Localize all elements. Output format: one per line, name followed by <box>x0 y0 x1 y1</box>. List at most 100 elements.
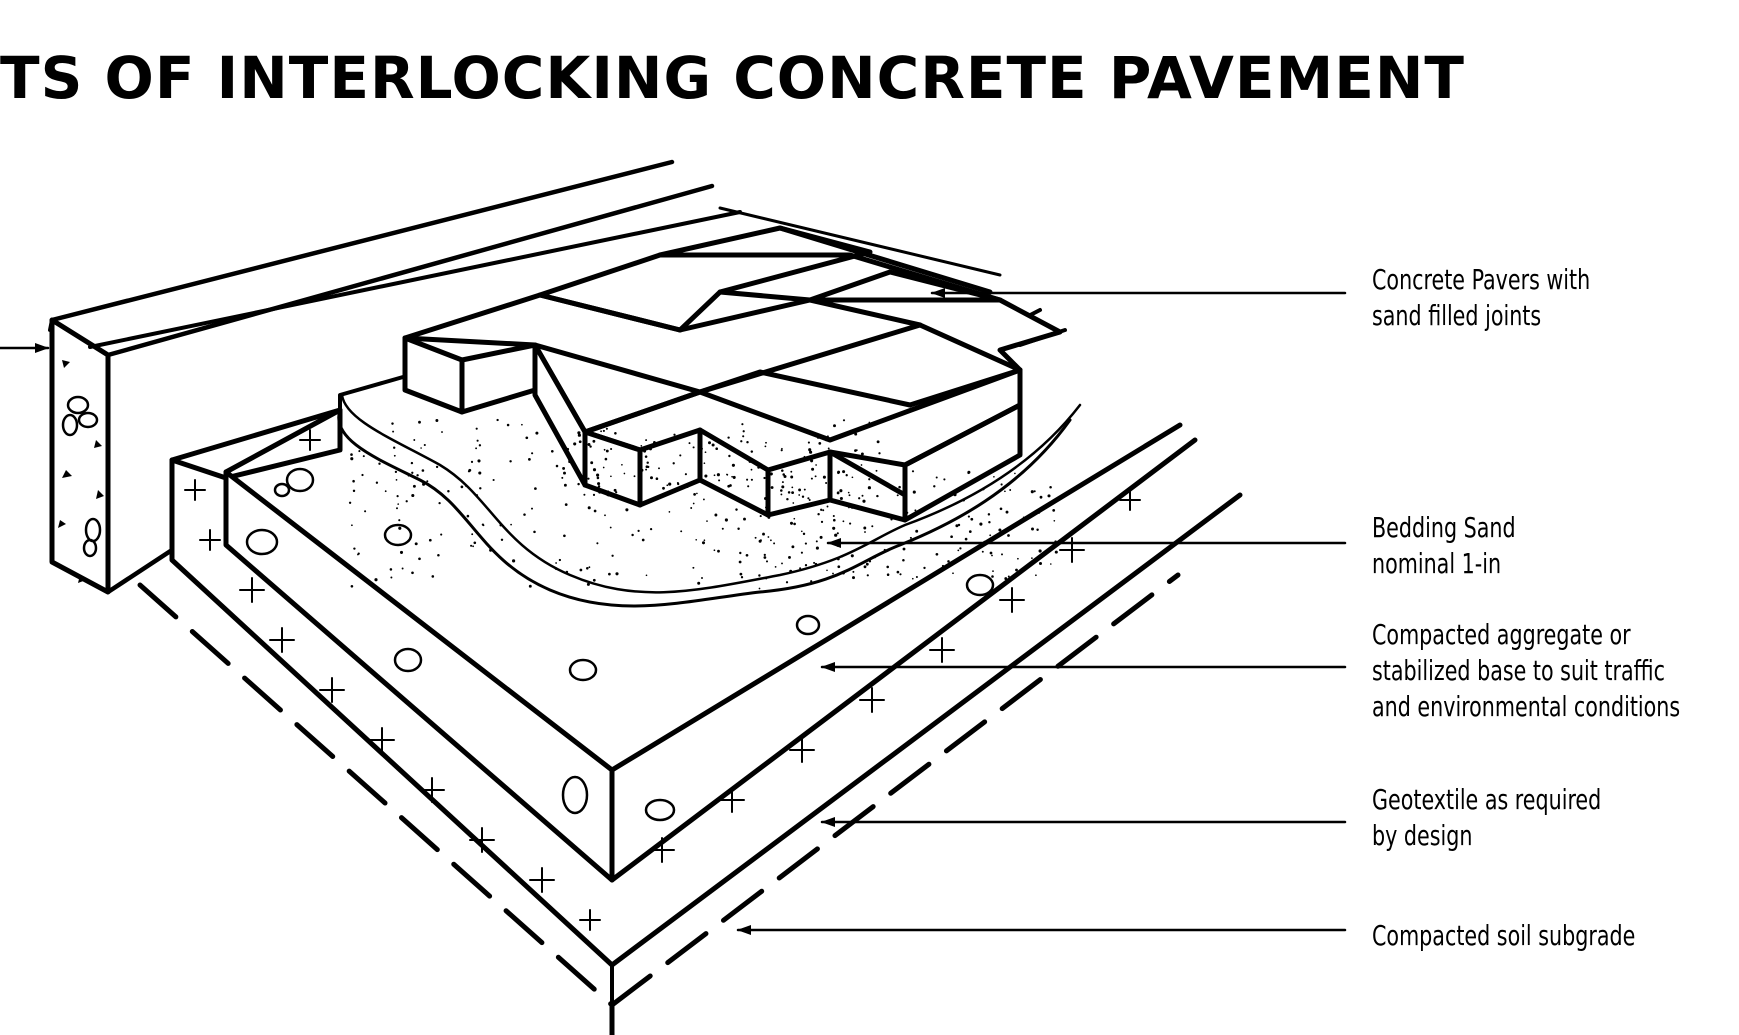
sand-dot <box>441 431 443 433</box>
sand-dot <box>791 491 795 495</box>
label-line: Compacted aggregate or <box>1372 618 1631 651</box>
sand-dot <box>535 431 539 435</box>
sand-dot <box>1038 542 1041 544</box>
sand-dot <box>499 524 502 527</box>
sand-dot <box>767 536 770 538</box>
sand-dot <box>605 427 608 430</box>
sand-dot <box>640 501 643 504</box>
sand-dot <box>758 539 762 543</box>
sand-dot <box>596 473 600 477</box>
sand-dot <box>602 466 605 469</box>
sand-dot <box>358 450 361 453</box>
sand-dot <box>577 433 581 437</box>
sand-dot <box>754 536 757 539</box>
sand-dot <box>623 472 626 475</box>
sand-dot <box>886 565 889 569</box>
sand-dot <box>610 447 613 451</box>
sand-dot <box>447 490 450 493</box>
sand-dot <box>727 436 730 439</box>
sand-dot <box>558 558 562 562</box>
sand-dot <box>988 520 991 524</box>
sand-dot <box>886 573 890 576</box>
sand-dot <box>467 470 471 473</box>
sand-dot <box>698 428 702 432</box>
sand-dot <box>763 556 767 559</box>
sand-dot <box>587 506 591 510</box>
sand-dot <box>1001 553 1003 556</box>
sand-dot <box>1050 563 1052 565</box>
label-line: stabilized base to suit traffic <box>1372 654 1666 687</box>
sand-dot <box>470 544 473 547</box>
sand-dot <box>1038 549 1042 553</box>
sand-dot <box>393 446 396 449</box>
sand-dot <box>750 468 753 471</box>
sand-dot <box>820 508 823 511</box>
sand-dot <box>947 494 951 498</box>
sand-dot <box>666 484 669 487</box>
sand-dot <box>837 565 841 569</box>
sand-dot <box>915 575 918 579</box>
sand-dot <box>743 517 746 521</box>
sand-dot <box>770 486 774 489</box>
sand-dot <box>597 485 601 488</box>
sand-dot <box>851 476 854 479</box>
sand-dot <box>735 508 738 511</box>
sand-dot <box>413 439 416 441</box>
sand-dot <box>1038 561 1043 566</box>
sand-dot <box>807 441 810 444</box>
leader-lines <box>0 288 1347 935</box>
sand-dot <box>911 577 914 580</box>
sand-dot <box>842 419 846 422</box>
label-line: and environmental conditions <box>1372 690 1681 723</box>
sand-dot <box>1004 577 1008 581</box>
sand-dot <box>810 477 813 480</box>
sand-dot <box>792 502 795 504</box>
sand-dot <box>706 520 708 522</box>
sand-dot <box>561 476 564 479</box>
sand-dot <box>592 493 596 496</box>
sand-dot <box>873 556 877 559</box>
sand-dot <box>655 477 659 481</box>
sand-dot <box>686 486 689 488</box>
sand-dot <box>820 520 824 524</box>
sand-dot <box>586 582 590 586</box>
sand-dot <box>780 449 783 452</box>
sand-dot <box>837 471 840 475</box>
sand-dot <box>896 494 899 497</box>
sand-dot <box>645 465 649 469</box>
label-line: sand filled joints <box>1372 299 1542 332</box>
sand-dot <box>991 554 993 557</box>
sand-dot <box>364 510 367 513</box>
sand-dot <box>615 491 618 494</box>
sand-dot <box>727 484 731 488</box>
sand-dot <box>962 498 966 502</box>
sand-dot <box>967 471 970 475</box>
sand-dot <box>822 475 826 479</box>
sand-dot <box>763 476 766 480</box>
sand-dot <box>765 560 769 563</box>
sand-dot <box>393 454 396 457</box>
sand-dot <box>699 470 702 473</box>
sand-dot <box>523 513 526 516</box>
sand-dot <box>959 547 962 550</box>
sand-dot <box>785 581 789 584</box>
sand-dot <box>955 524 959 528</box>
sand-dot <box>1054 540 1057 543</box>
sand-dot <box>577 482 580 486</box>
sand-dot <box>852 570 855 573</box>
sand-dot <box>605 449 609 453</box>
sand-dot <box>964 537 968 541</box>
sand-dot <box>475 447 478 450</box>
sand-dot <box>613 488 617 492</box>
sand-dot <box>554 567 558 570</box>
sand-dot <box>836 557 840 561</box>
sand-dot <box>384 490 387 493</box>
sand-dot <box>788 555 791 559</box>
sand-dot <box>646 461 649 464</box>
sand-dot <box>361 473 364 477</box>
sand-dot <box>896 570 900 574</box>
sand-dot <box>902 558 905 562</box>
sand-dot <box>353 547 356 550</box>
sand-dot <box>555 562 557 564</box>
sand-dot <box>350 453 353 456</box>
